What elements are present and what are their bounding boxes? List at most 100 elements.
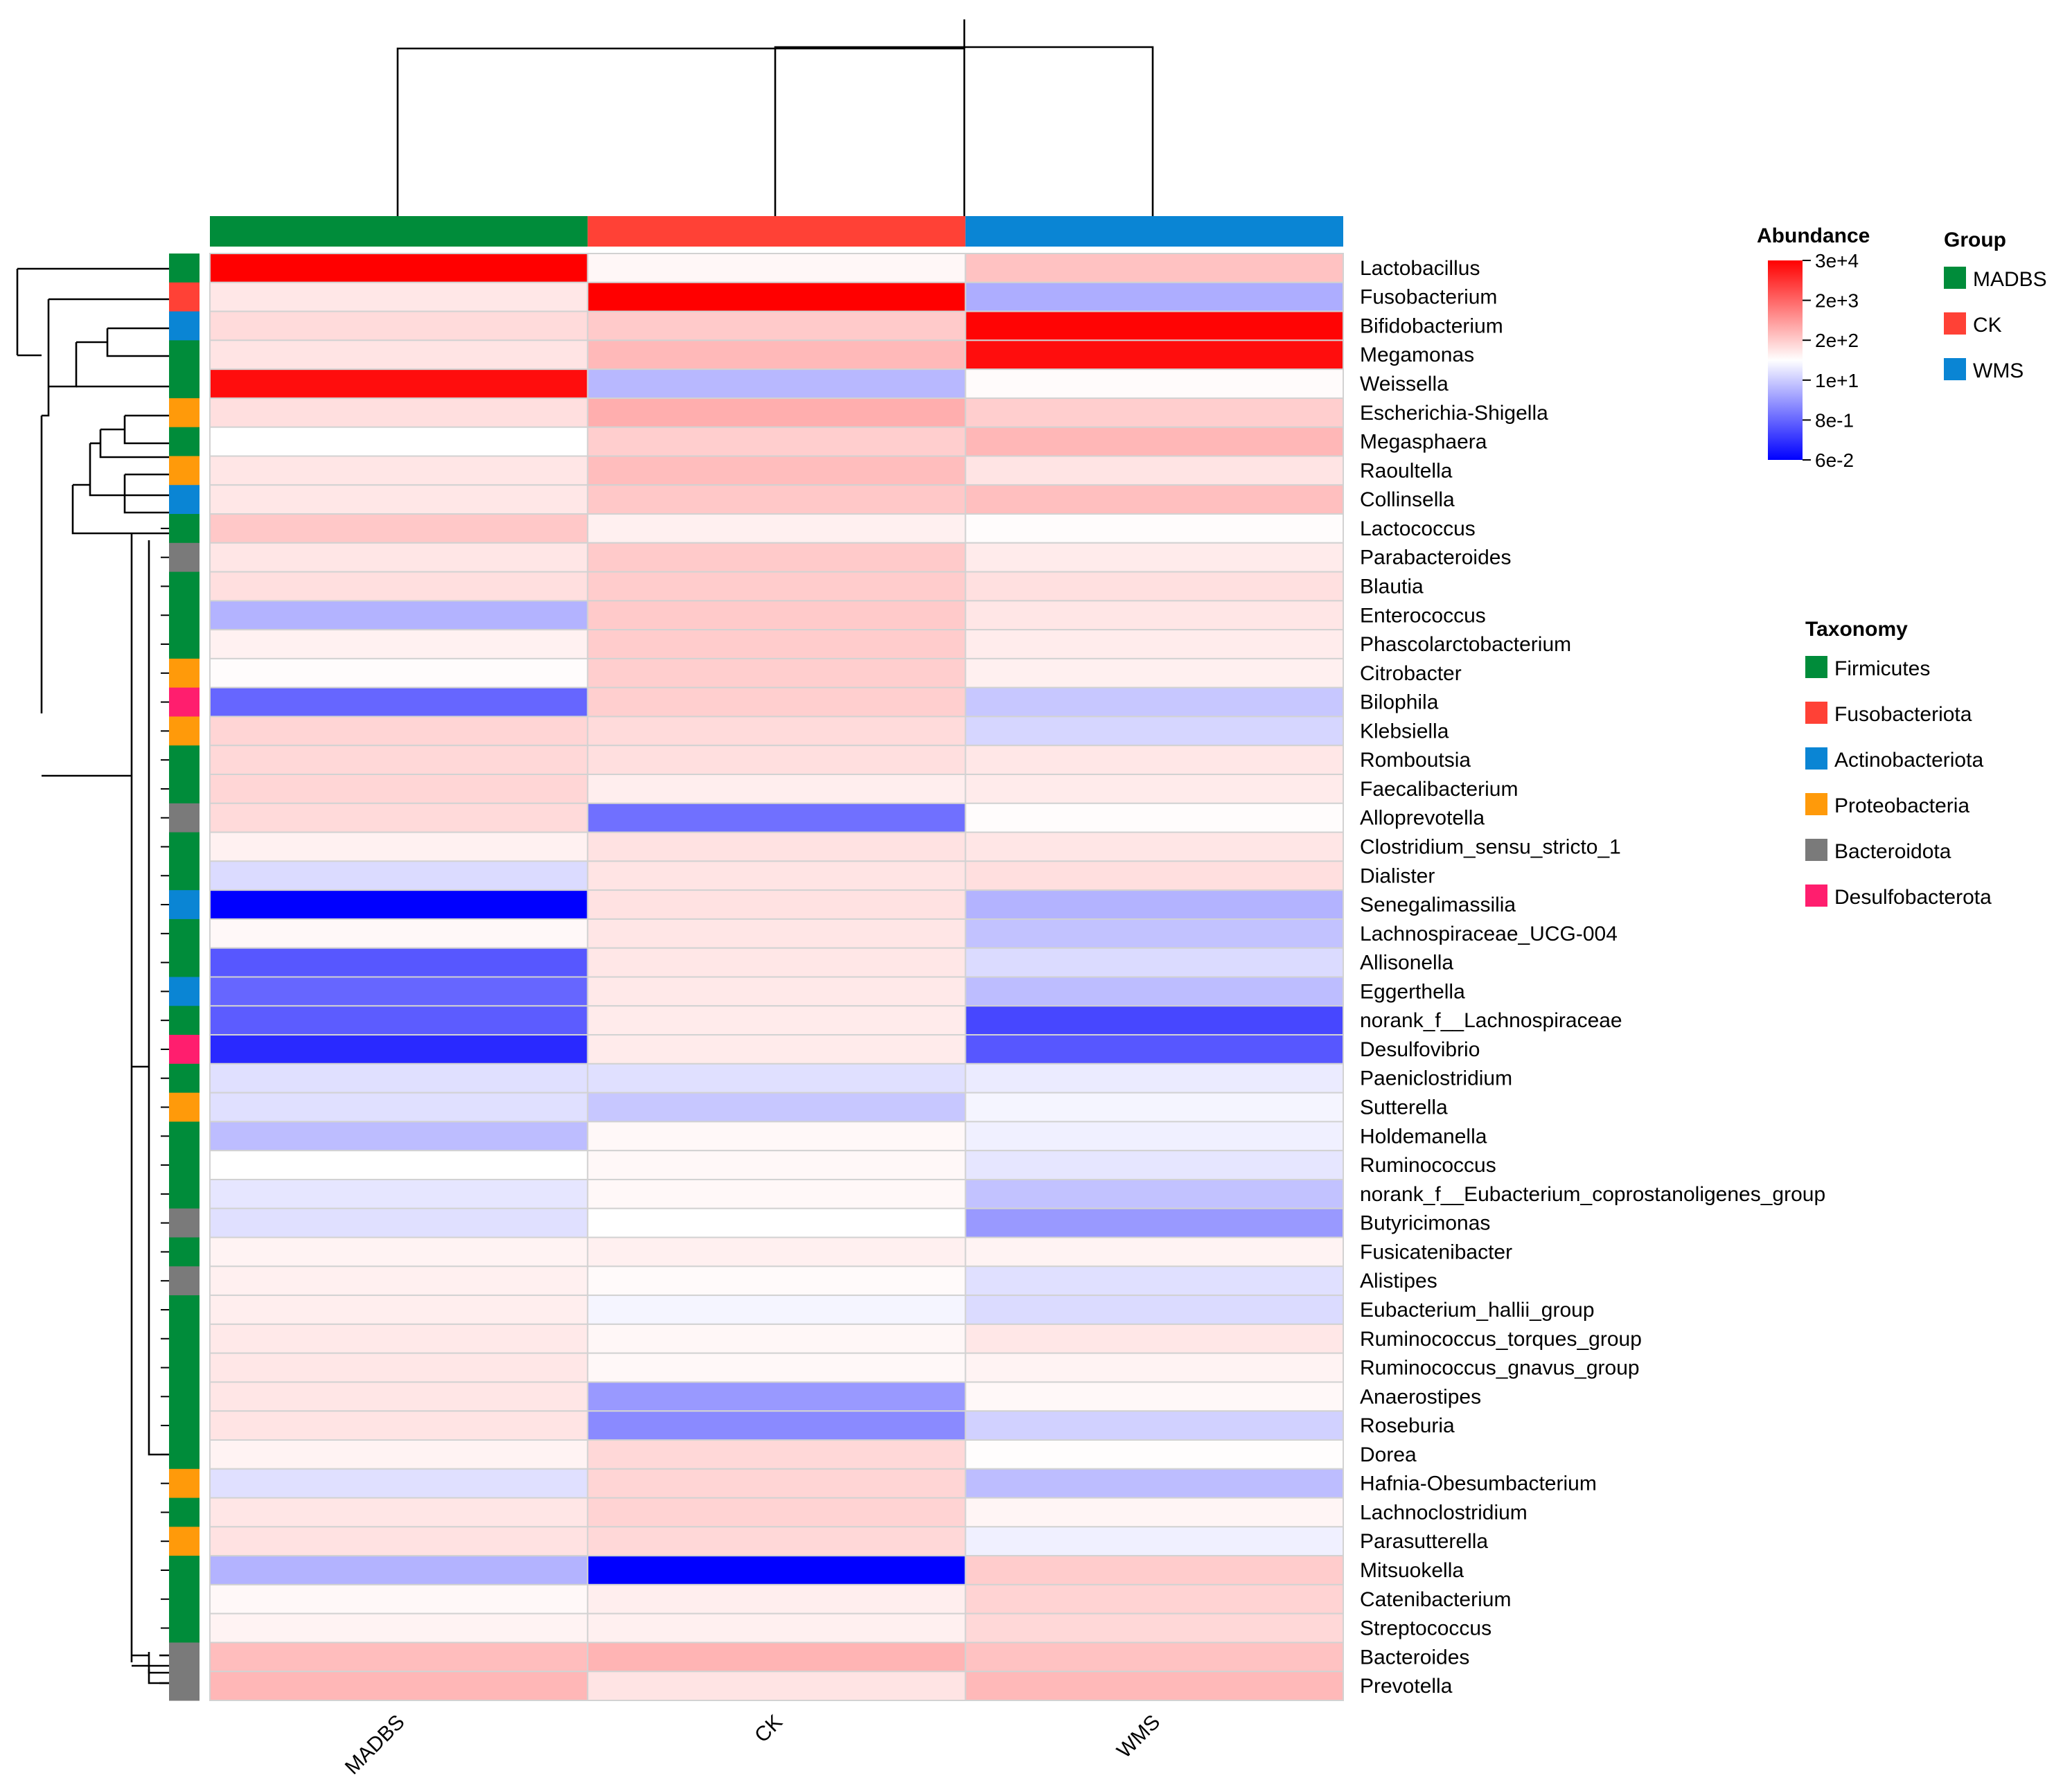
heatmap-cell (587, 1323, 966, 1354)
heatmap-cell (964, 1439, 1344, 1470)
row-label: norank_f__Lachnospiraceae (1360, 1009, 1622, 1032)
heatmap-cell (964, 484, 1344, 515)
heatmap-cell (964, 542, 1344, 573)
heatmap-cell (587, 1642, 966, 1673)
row-label: Streptococcus (1360, 1617, 1491, 1640)
group-bar-ck (587, 216, 966, 247)
heatmap-cell (964, 281, 1344, 312)
heatmap-cell (209, 1092, 589, 1123)
row-label: Senegalimassilia (1360, 894, 1516, 916)
taxonomy-bar-cell (169, 485, 200, 515)
taxonomy-bar-cell (169, 977, 200, 1006)
heatmap-cell (209, 1063, 589, 1094)
heatmap-cell (209, 831, 589, 862)
heatmap-cell (209, 1207, 589, 1238)
row-label: Faecalibacterium (1360, 778, 1518, 801)
heatmap-cell (587, 1178, 966, 1209)
heatmap-cell (209, 1410, 589, 1441)
heatmap-cell (209, 976, 589, 1007)
taxonomy-bar-cell (169, 745, 200, 775)
taxonomy-bar-cell (169, 1295, 200, 1325)
taxonomy-bar-cell (169, 861, 200, 891)
heatmap-cell (587, 1063, 966, 1094)
heatmap-cell (209, 339, 589, 371)
taxonomy-bar-cell (169, 282, 200, 312)
row-label: Alistipes (1360, 1270, 1437, 1292)
row-label: Dorea (1360, 1443, 1417, 1466)
heatmap-cell (209, 1497, 589, 1528)
row-label: Prevotella (1360, 1675, 1453, 1698)
abundance-legend: Abundance 3e+42e+32e+21e+18e-16e-2 (1757, 224, 1870, 471)
heatmap-cell (209, 715, 589, 747)
row-label: Paeniclostridium (1360, 1067, 1512, 1090)
row-label: Weissella (1360, 373, 1449, 395)
heatmap-cell (964, 310, 1344, 341)
heatmap-cell (587, 976, 966, 1007)
taxonomy-bar-cell (169, 1208, 200, 1238)
taxonomy-bar-cell (169, 658, 200, 688)
heatmap-cell (587, 1295, 966, 1325)
heatmap-cell (964, 774, 1344, 804)
heatmap-cell (964, 831, 1344, 862)
group-bar-madbs (210, 216, 588, 247)
heatmap-cell (964, 860, 1344, 891)
taxonomy-bar-cell (169, 1266, 200, 1296)
group-legend-swatch (1944, 358, 1966, 380)
heatmap-cell (209, 1236, 589, 1268)
heatmap-cell (964, 1265, 1344, 1297)
taxonomy-bar-cell (169, 514, 200, 544)
heatmap-cell (587, 774, 966, 804)
row-label: Ruminococcus_torques_group (1360, 1328, 1642, 1351)
heatmap-cell (587, 426, 966, 457)
row-label: Bilophila (1360, 691, 1439, 714)
group-legend-swatch (1944, 267, 1966, 289)
heatmap-cell (209, 1583, 589, 1615)
taxonomy-legend-swatch (1805, 839, 1827, 861)
heatmap-cell (209, 281, 589, 312)
heatmap-cell (587, 484, 966, 515)
taxonomy-bar-cell (169, 1497, 200, 1527)
heatmap-cell (587, 455, 966, 486)
heatmap-cell (964, 1497, 1344, 1528)
heatmap-cell (209, 1265, 589, 1297)
heatmap-cell (209, 947, 589, 978)
heatmap-cell (587, 802, 966, 833)
heatmap-cell (964, 1583, 1344, 1615)
abundance-tick-label: 2e+3 (1815, 290, 1859, 312)
heatmap-cell (587, 860, 966, 891)
heatmap-cell (587, 571, 966, 602)
row-label: Desulfovibrio (1360, 1038, 1480, 1061)
heatmap-cell (587, 1555, 966, 1585)
taxonomy-bar-cell (169, 1035, 200, 1065)
taxonomy-legend: Taxonomy FirmicutesFusobacteriotaActinob… (1805, 618, 1992, 909)
heatmap-cell (587, 1236, 966, 1268)
row-label: Fusobacterium (1360, 286, 1497, 309)
heatmap-cell (587, 1034, 966, 1065)
heatmap-cell (587, 1671, 966, 1701)
row-label: Bacteroides (1360, 1646, 1469, 1669)
abundance-tick-label: 2e+2 (1815, 330, 1859, 351)
taxonomy-bar-cell (169, 340, 200, 370)
taxonomy-bar-cell (169, 1468, 200, 1499)
heatmap-cell (964, 1295, 1344, 1325)
heatmap-cell (209, 1005, 589, 1036)
heatmap-cell (964, 947, 1344, 978)
abundance-tick-label: 3e+4 (1815, 250, 1859, 272)
taxonomy-bar-cell (169, 542, 200, 573)
taxonomy-bar-cell (169, 1006, 200, 1035)
taxonomy-bar-cell (169, 890, 200, 920)
taxonomy-bar-cell (169, 1556, 200, 1585)
taxonomy-bar-cell (169, 918, 200, 949)
taxonomy-bar-cell (169, 1353, 200, 1383)
heatmap-cell (209, 368, 589, 399)
heatmap-cell (209, 745, 589, 776)
heatmap-cell (209, 918, 589, 949)
heatmap-cell (964, 1410, 1344, 1441)
heatmap-cell (587, 368, 966, 399)
heatmap-cell (964, 1063, 1344, 1094)
abundance-tick-label: 8e-1 (1815, 409, 1854, 431)
taxonomy-legend-swatch (1805, 702, 1827, 724)
heatmap-cell (964, 426, 1344, 457)
row-label: Eubacterium_hallii_group (1360, 1299, 1595, 1322)
